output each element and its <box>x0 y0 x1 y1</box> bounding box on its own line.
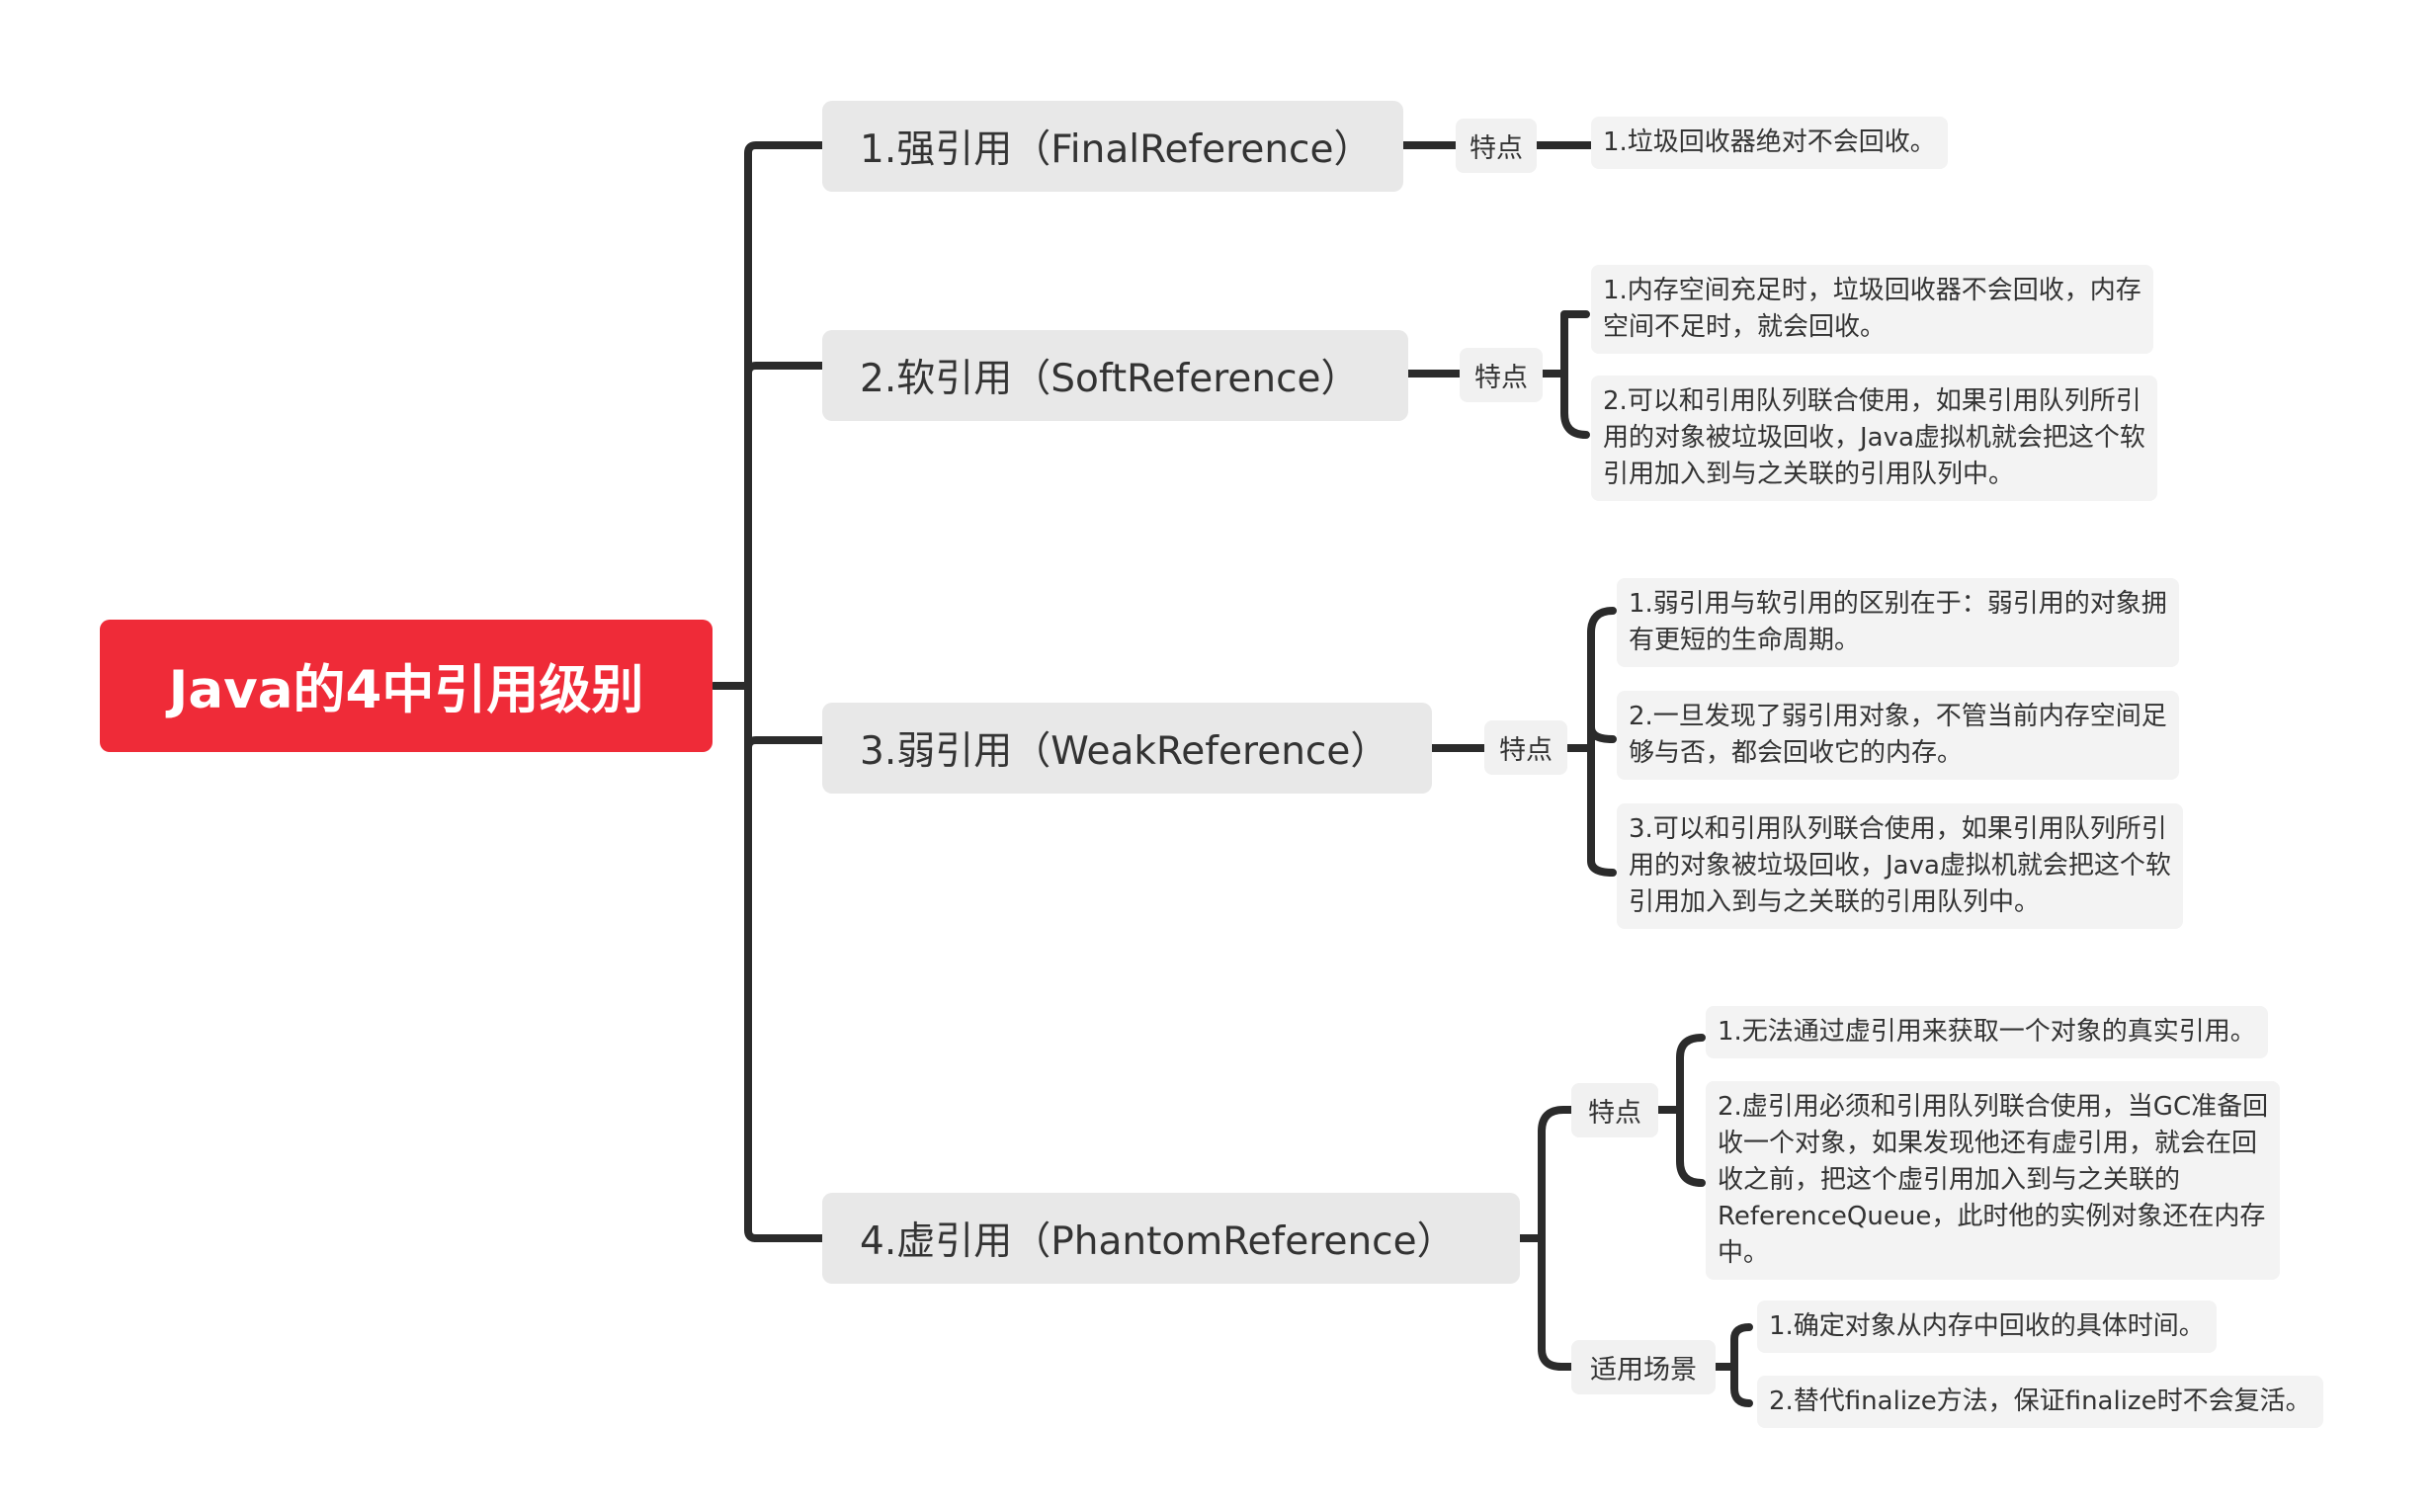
root-title: Java的4中引用级别 <box>168 660 644 720</box>
branch-label: 3.弱引用（WeakReference） <box>860 729 1389 774</box>
branch-4-connector <box>1516 1034 1753 1407</box>
tag-use-cases[interactable]: 适用场景 <box>1571 1340 1716 1394</box>
branch-label: 1.强引用（FinalReference） <box>860 127 1373 172</box>
tag-features[interactable]: 特点 <box>1460 348 1543 402</box>
leaf-usecase-2[interactable]: 2.替代finalize方法，保证finalize时不会复活。 <box>1757 1376 2323 1428</box>
branch-weak-reference[interactable]: 3.弱引用（WeakReference） <box>822 703 1432 794</box>
root-topic[interactable]: Java的4中引用级别 <box>100 620 713 752</box>
leaf-weak-3[interactable]: 3.可以和引用队列联合使用，如果引用队列所引 用的对象被垃圾回收，Java虚拟机… <box>1617 803 2183 929</box>
branch-2-connector <box>1404 310 1590 439</box>
tag-features[interactable]: 特点 <box>1456 119 1537 173</box>
branch-soft-reference[interactable]: 2.软引用（SoftReference） <box>822 330 1408 421</box>
branch-final-reference[interactable]: 1.强引用（FinalReference） <box>822 101 1403 192</box>
leaf-phantom-1[interactable]: 1.无法通过虚引用来获取一个对象的真实引用。 <box>1706 1006 2268 1058</box>
tag-features[interactable]: 特点 <box>1484 720 1567 775</box>
branch-3-connector <box>1428 607 1617 877</box>
leaf-usecase-1[interactable]: 1.确定对象从内存中回收的具体时间。 <box>1757 1301 2217 1353</box>
branch-label: 2.软引用（SoftReference） <box>860 357 1360 401</box>
leaf-phantom-2[interactable]: 2.虚引用必须和引用队列联合使用，当GC准备回 收一个对象，如果发现他还有虚引用… <box>1706 1081 2281 1280</box>
branch-label: 4.虚引用（PhantomReference） <box>860 1219 1456 1264</box>
leaf-soft-2[interactable]: 2.可以和引用队列联合使用，如果引用队列所引 用的对象被垃圾回收，Java虚拟机… <box>1591 376 2157 501</box>
tag-features[interactable]: 特点 <box>1571 1083 1658 1137</box>
leaf-weak-2[interactable]: 2.一旦发现了弱引用对象，不管当前内存空间足 够与否，都会回收它的内存。 <box>1617 691 2179 780</box>
leaf-weak-1[interactable]: 1.弱引用与软引用的区别在于：弱引用的对象拥 有更短的生命周期。 <box>1617 578 2179 667</box>
trunk-connector <box>710 141 826 1242</box>
leaf-final-1[interactable]: 1.垃圾回收器绝对不会回收。 <box>1591 117 1948 169</box>
branch-phantom-reference[interactable]: 4.虚引用（PhantomReference） <box>822 1193 1520 1284</box>
leaf-soft-1[interactable]: 1.内存空间充足时，垃圾回收器不会回收，内存 空间不足时，就会回收。 <box>1591 265 2153 354</box>
